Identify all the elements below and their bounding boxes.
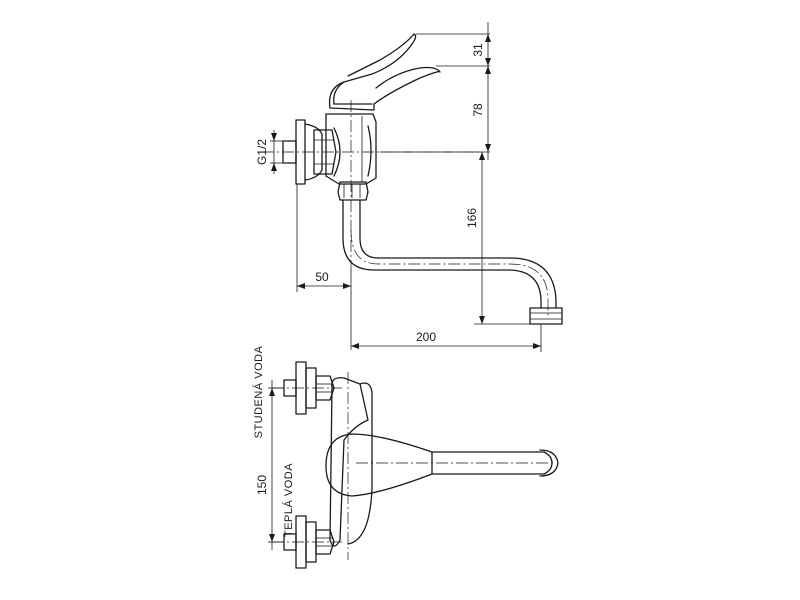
lever-handle bbox=[328, 33, 441, 111]
inlet-hot bbox=[283, 515, 335, 569]
side-view: 31 78 166 G1/2 50 200 bbox=[255, 22, 563, 352]
mixer-body-front bbox=[325, 377, 433, 547]
dimension-vertical-stack bbox=[380, 22, 530, 325]
inlet-cold bbox=[283, 361, 335, 415]
label-hot-water: TEPLÁ VODA bbox=[282, 463, 295, 537]
dimension-spacing bbox=[268, 380, 284, 550]
dim-label-150: 150 bbox=[255, 475, 269, 495]
front-view: 150 STUDENÁ VODA TEPLÁ VODA bbox=[252, 345, 559, 569]
spout-pipe bbox=[342, 199, 563, 325]
dim-label-166: 166 bbox=[465, 208, 479, 228]
dimension-reach bbox=[351, 324, 542, 352]
dim-label-78: 78 bbox=[471, 103, 485, 117]
dim-label-200: 200 bbox=[416, 330, 436, 344]
spout-nut bbox=[337, 181, 369, 201]
dim-label-31: 31 bbox=[471, 43, 485, 57]
dim-label-thread: G1/2 bbox=[255, 139, 269, 165]
valve-body bbox=[325, 113, 377, 185]
dimension-wall-offset bbox=[296, 184, 352, 350]
label-cold-water: STUDENÁ VODA bbox=[252, 345, 265, 438]
dimension-thread bbox=[270, 130, 283, 174]
dim-label-50: 50 bbox=[315, 270, 329, 284]
